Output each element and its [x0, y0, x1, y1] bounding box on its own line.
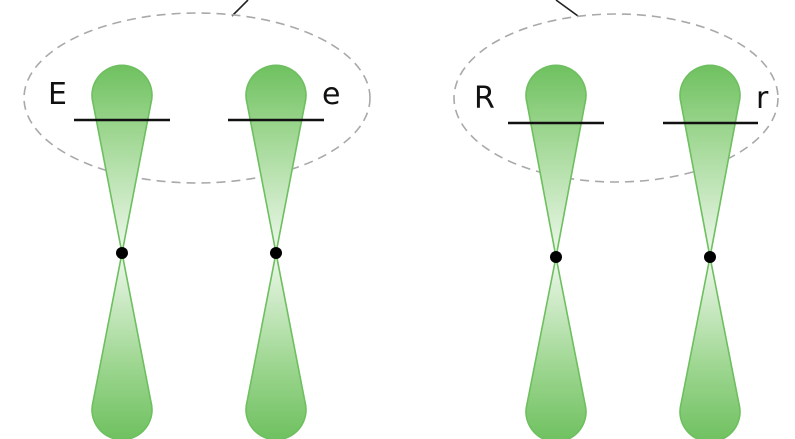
allele-label-R: R: [474, 81, 495, 116]
centromere-dot: [704, 251, 716, 263]
chromosome-pair-1: E e: [23, 12, 371, 439]
chromosome-upper-arm: [91, 64, 153, 254]
chromosome-lower-arm: [91, 252, 153, 439]
chromosome-E: E: [48, 64, 170, 439]
connector-line-right: [555, 0, 579, 17]
connector-line-left: [231, 0, 249, 17]
allele-label-E: E: [48, 77, 67, 112]
chromosome-pair-2: R r: [453, 13, 779, 439]
chromosome-upper-arm: [245, 64, 307, 254]
chromosome-lower-arm: [679, 256, 741, 439]
allele-label-r: r: [756, 81, 769, 116]
chromosome-lower-arm: [525, 256, 587, 439]
centromere-dot: [270, 247, 282, 259]
chromosome-upper-arm: [679, 64, 741, 258]
allele-group-outline-2: [453, 13, 779, 183]
allele-group-outline-1: [23, 12, 371, 184]
chromosome-R: R: [474, 64, 604, 439]
centromere-dot: [550, 251, 562, 263]
chromosome-upper-arm: [525, 64, 587, 258]
chromosome-lower-arm: [245, 252, 307, 439]
chromosome-r: r: [663, 64, 769, 439]
chromosome-e: e: [228, 64, 340, 439]
allele-label-e: e: [322, 77, 340, 112]
centromere-dot: [116, 247, 128, 259]
